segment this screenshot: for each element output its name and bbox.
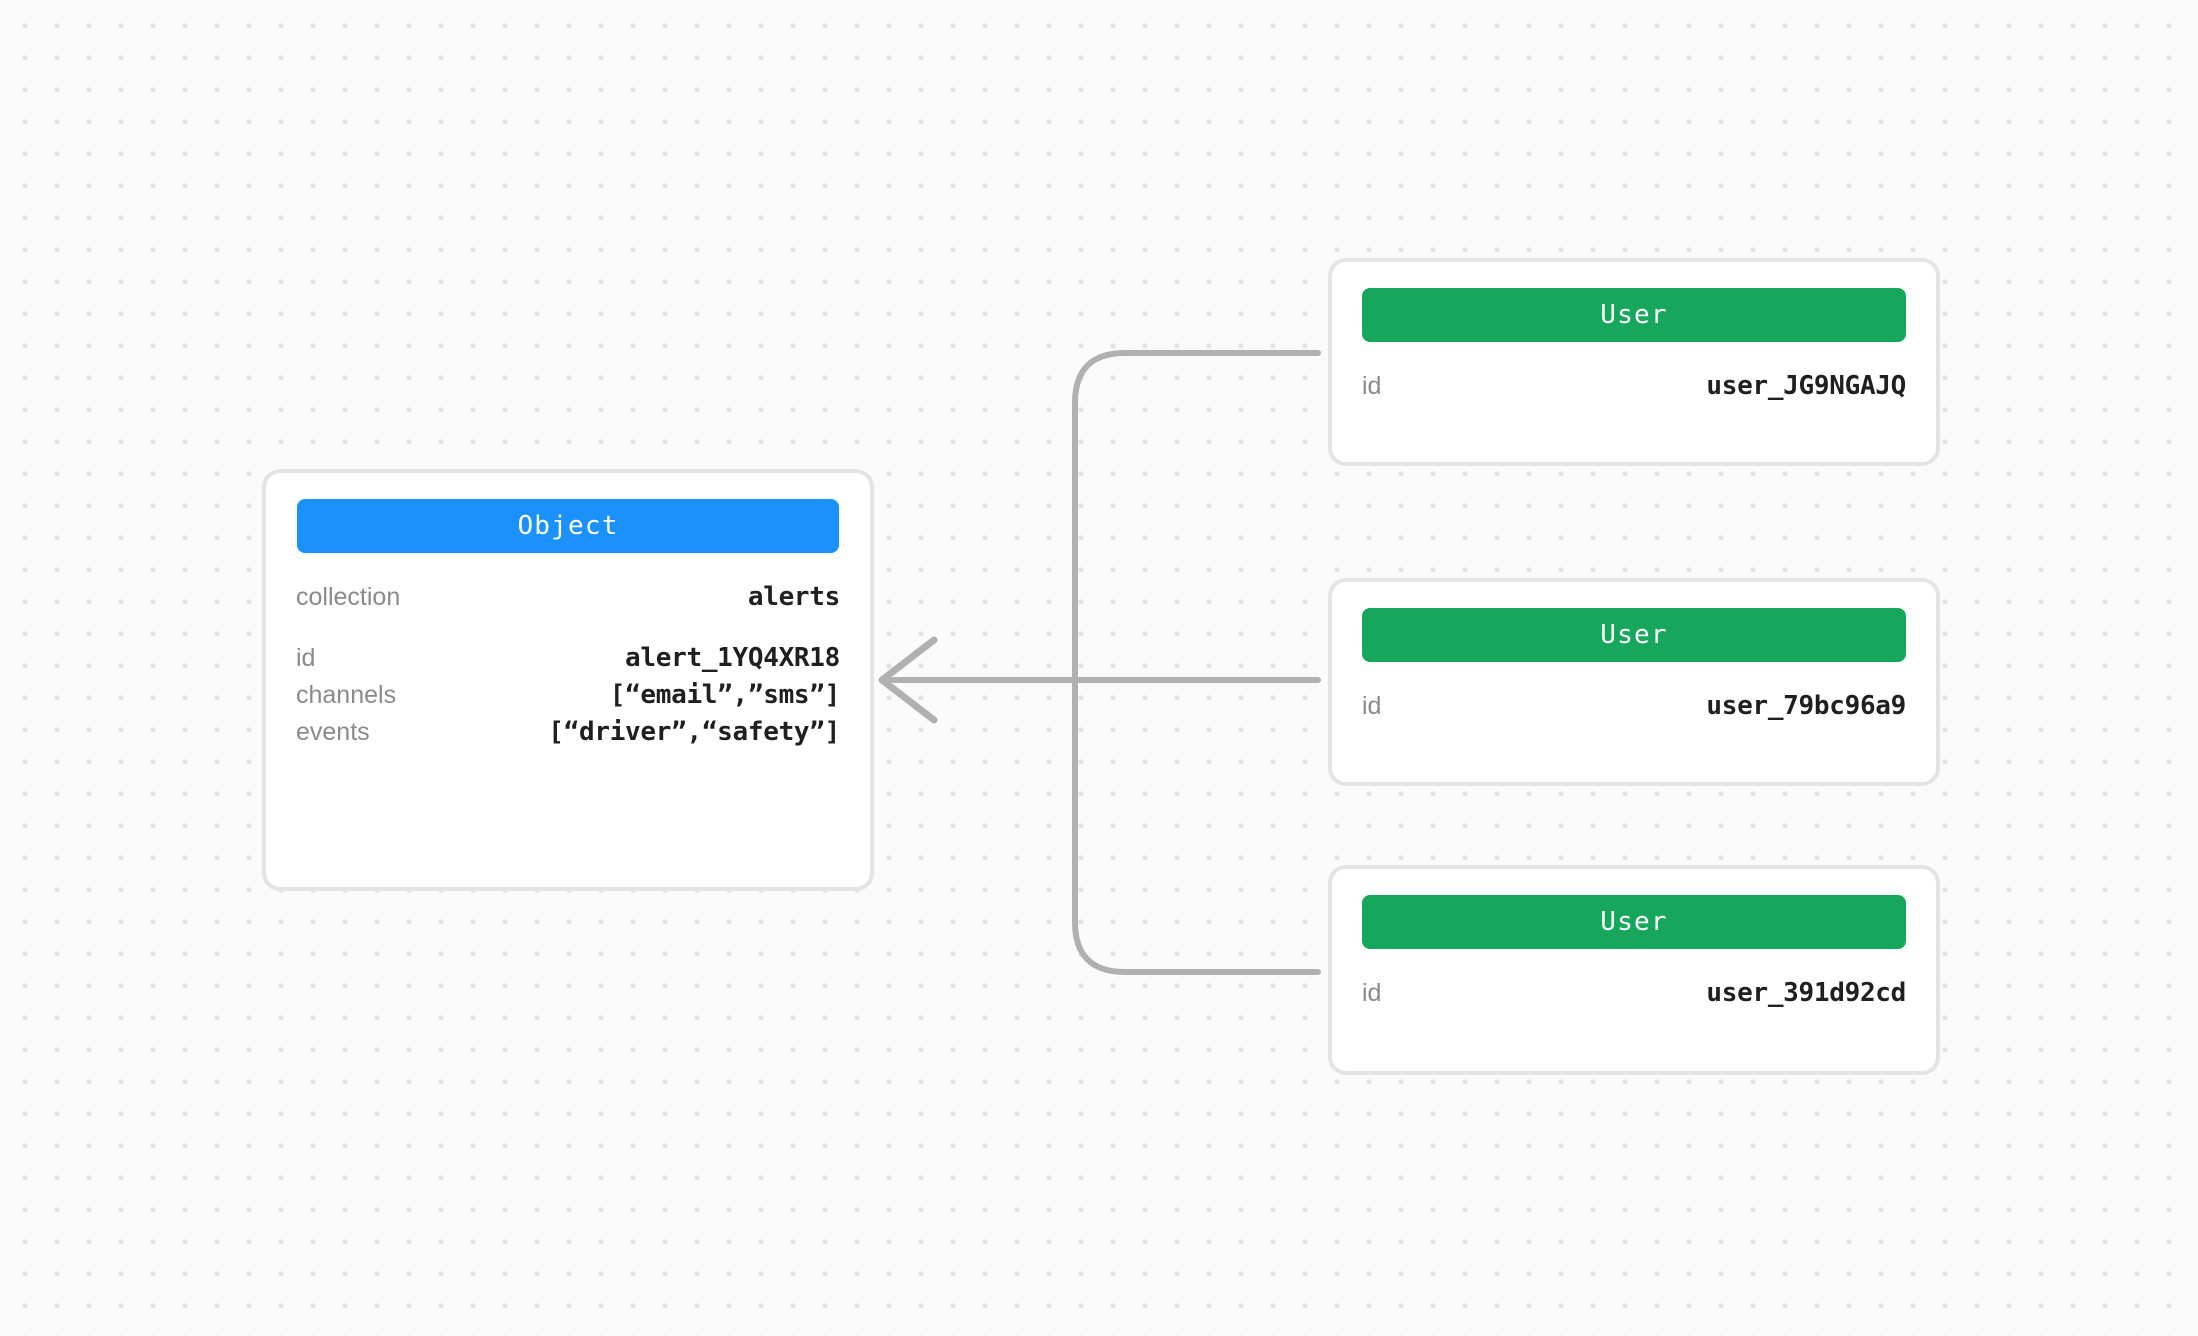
- field-row-id: id user_79bc96a9: [1362, 688, 1906, 725]
- edge-user-2: [1072, 677, 1321, 975]
- field-value: user_79bc96a9: [1706, 691, 1906, 721]
- node-user-fields: id user_79bc96a9: [1362, 688, 1906, 725]
- node-user-fields: id user_391d92cd: [1362, 975, 1906, 1012]
- field-key: channels: [296, 680, 397, 709]
- node-user-type-header: User: [1362, 608, 1906, 662]
- field-value: alert_1YQ4XR18: [625, 642, 840, 673]
- field-key: events: [296, 717, 370, 746]
- node-user-fields: id user_JG9NGAJQ: [1362, 368, 1906, 405]
- field-value: alerts: [747, 582, 840, 612]
- field-row-channels: channels [“email”,”sms”]: [296, 677, 840, 714]
- edge-user-0: [1072, 350, 1321, 683]
- field-group-separator: [296, 616, 840, 640]
- field-row-events: events [“driver”,“safety”]: [296, 714, 840, 751]
- field-key: collection: [296, 583, 401, 611]
- field-value: user_391d92cd: [1706, 978, 1906, 1008]
- node-user[interactable]: User id user_JG9NGAJQ: [1328, 258, 1940, 466]
- field-row-id: id user_JG9NGAJQ: [1362, 368, 1906, 405]
- node-user[interactable]: User id user_391d92cd: [1328, 865, 1940, 1075]
- field-row-id: id user_391d92cd: [1362, 975, 1906, 1012]
- field-row-collection: collection alerts: [296, 579, 840, 616]
- field-key: id: [1362, 692, 1382, 720]
- node-user-type-header: User: [1362, 895, 1906, 949]
- field-row-id: id alert_1YQ4XR18: [296, 640, 840, 677]
- field-key: id: [1362, 372, 1382, 400]
- field-value: [“email”,”sms”]: [609, 679, 841, 710]
- node-object[interactable]: Object collection alerts id alert_1YQ4XR…: [262, 469, 874, 891]
- edge-arrowhead-icon: [878, 636, 938, 724]
- field-value: user_JG9NGAJQ: [1706, 371, 1906, 401]
- field-key: id: [1362, 979, 1382, 1007]
- field-key: id: [296, 643, 316, 672]
- node-object-fields: collection alerts id alert_1YQ4XR18 chan…: [296, 579, 840, 751]
- node-user-type-header: User: [1362, 288, 1906, 342]
- field-value: [“driver”,“safety”]: [548, 716, 840, 747]
- node-user[interactable]: User id user_79bc96a9: [1328, 578, 1940, 786]
- node-object-type-header: Object: [297, 499, 839, 553]
